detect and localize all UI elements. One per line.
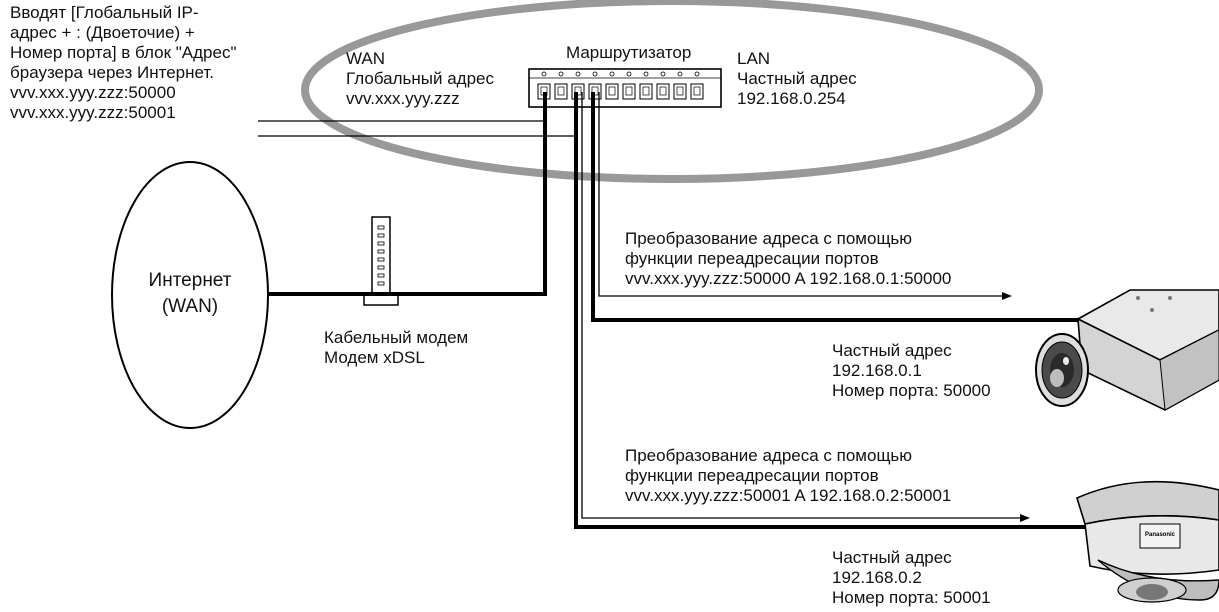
router-port-icon [691, 84, 703, 99]
camera2-address: 192.168.0.2 [832, 568, 991, 588]
lan-title: LAN [737, 49, 857, 69]
lan-address-label: Частный адрес [737, 69, 857, 89]
camera2-label: Частный адрес 192.168.0.2 Номер порта: 5… [832, 548, 991, 608]
modem-led-icon [378, 234, 384, 237]
wan-address-label: Глобальный адрес [346, 69, 494, 89]
router-port-icon [657, 84, 669, 99]
modem-led-icon [378, 274, 384, 277]
router-port-icon [555, 84, 567, 99]
forward-line: Преобразование адреса с помощью [625, 446, 951, 466]
router-label: Маршрутизатор [566, 43, 691, 63]
instruction-line: браузера через Интернет. [10, 63, 236, 83]
instruction-line: Вводят [Глобальный IP- [10, 3, 236, 23]
forward-mapping: vvv.xxx.yyy.zzz:50001 A 192.168.0.2:5000… [625, 486, 951, 506]
modem-line: Кабельный модем [324, 328, 468, 348]
modem-led-icon [378, 250, 384, 253]
wan-address: vvv.xxx.yyy.zzz [346, 89, 494, 109]
lan-address: 192.168.0.254 [737, 89, 857, 109]
modem-line: Модем xDSL [324, 348, 468, 368]
wan-title: WAN [346, 49, 494, 69]
box-camera-image [1036, 290, 1219, 410]
modem-led-icon [378, 242, 384, 245]
forward2-arrowhead [1020, 514, 1030, 522]
camera2-port: Номер порта: 50001 [832, 588, 991, 608]
internet-modem-cable [268, 92, 545, 294]
forward-line: функции переадресации портов [625, 466, 951, 486]
modem-led-icon [378, 282, 384, 285]
internet-label: Интернет (WAN) [112, 268, 268, 320]
instruction-text: Вводят [Глобальный IP- адрес + : (Двоето… [10, 3, 236, 123]
forward-mapping: vvv.xxx.yyy.zzz:50000 A 192.168.0.1:5000… [625, 269, 951, 289]
internet-subtitle: (WAN) [112, 294, 268, 320]
instruction-line: адрес + : (Двоеточие) + [10, 23, 236, 43]
camera1-address: 192.168.0.1 [832, 361, 991, 381]
router-port-icon [623, 84, 635, 99]
dome-camera-image: Panasonic [1077, 482, 1219, 602]
modem-device [364, 217, 398, 305]
lan-label: LAN Частный адрес 192.168.0.254 [737, 49, 857, 109]
modem-led-icon [378, 266, 384, 269]
wan-label: WAN Глобальный адрес vvv.xxx.yyy.zzz [346, 49, 494, 109]
camera1-url: vvv.xxx.yyy.zzz:50000 [10, 83, 236, 103]
router-port-icon [674, 84, 686, 99]
forward-line: Преобразование адреса с помощью [625, 229, 951, 249]
modem-led-icon [378, 258, 384, 261]
modem-label: Кабельный модем Модем xDSL [324, 328, 468, 368]
port-forward-note-1: Преобразование адреса с помощью функции … [625, 229, 951, 289]
dome-brand-logo: Panasonic [1145, 532, 1176, 538]
internet-title: Интернет [112, 268, 268, 294]
router-device [529, 69, 721, 107]
router-port-icon [606, 84, 618, 99]
forward1-arrowhead [1002, 292, 1012, 300]
camera1-address-label: Частный адрес [832, 341, 991, 361]
instruction-line: Номер порта] в блок "Адрес" [10, 43, 236, 63]
camera2-address-label: Частный адрес [832, 548, 991, 568]
router-port-icon [640, 84, 652, 99]
port-forward-note-2: Преобразование адреса с помощью функции … [625, 446, 951, 506]
camera2-url: vvv.xxx.yyy.zzz:50001 [10, 103, 236, 123]
camera1-port: Номер порта: 50000 [832, 381, 991, 401]
camera1-label: Частный адрес 192.168.0.1 Номер порта: 5… [832, 341, 991, 401]
modem-led-icon [378, 226, 384, 229]
forward-line: функции переадресации портов [625, 249, 951, 269]
